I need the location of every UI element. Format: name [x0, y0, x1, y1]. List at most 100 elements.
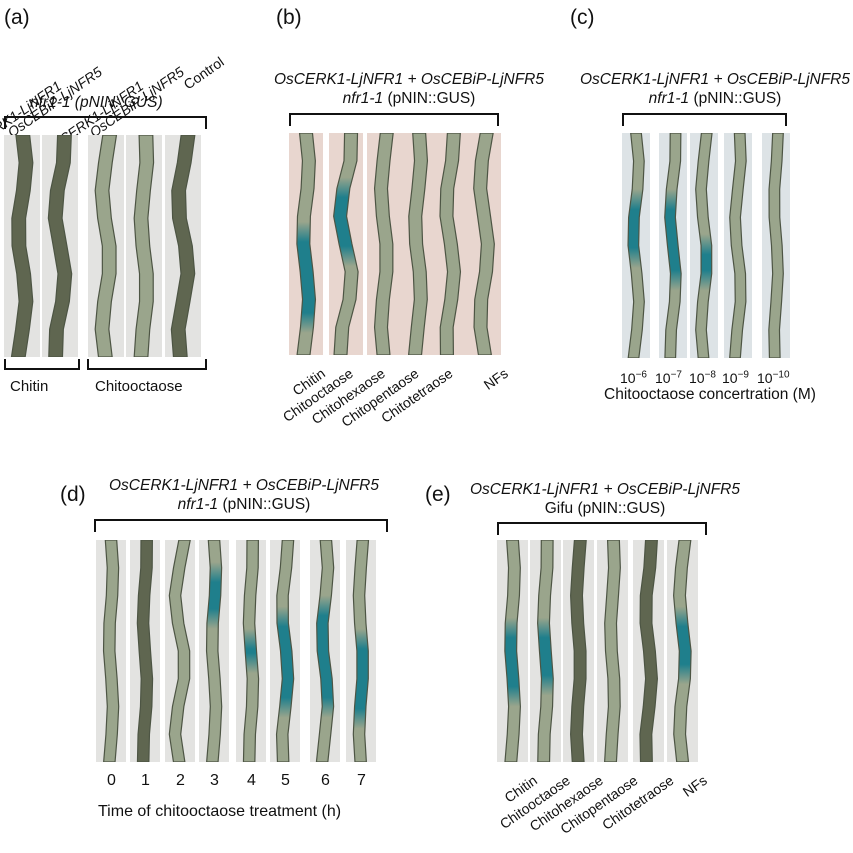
panel-d-root-image-7 — [310, 540, 340, 762]
panel-d-root-image-8 — [346, 540, 376, 762]
panel-a-chitooctaose-bracket — [87, 359, 207, 370]
root-shape — [570, 540, 587, 762]
panel-c-title: OsCERK1-LjNFR1 + OsCEBiP-LjNFR5 — [579, 71, 851, 88]
panel-c-lane-label-1: 10−6 — [620, 370, 647, 386]
panel-d-lane-label-4: 3 — [210, 772, 219, 789]
root-shape — [673, 540, 692, 762]
root-shape — [168, 540, 191, 762]
panel-e-root-image-4 — [597, 540, 628, 762]
root-shape — [296, 133, 317, 355]
panel-c-root-image-4 — [724, 133, 752, 358]
panel-a-group-chitooctaose: Chitooctaose — [95, 378, 183, 395]
root-shape — [407, 133, 429, 355]
panel-c-lane-label-3: 10−8 — [689, 370, 716, 386]
exponent-base: 10 — [620, 370, 636, 386]
genotype: nfr1-1 — [648, 90, 690, 107]
root-shape — [315, 540, 335, 762]
root-shape — [352, 540, 370, 762]
root-shape — [170, 135, 196, 357]
panel-e-root-image-2 — [530, 540, 561, 762]
genotype: nfr1-1 — [177, 496, 219, 513]
panel-c-root-image-5 — [762, 133, 790, 358]
panel-c-root-image-1 — [622, 133, 650, 358]
root-shape — [504, 540, 521, 762]
panel-c-bracket — [622, 113, 787, 126]
root-shape — [102, 540, 120, 762]
construct: (pNIN::GUS) — [689, 90, 782, 107]
panel-e-bracket — [497, 522, 707, 535]
root-shape — [133, 135, 155, 357]
panel-d-root-image-3 — [165, 540, 195, 762]
panel-b-subtitle: nfr1-1 (pNIN::GUS) — [272, 89, 546, 108]
panel-d-lane-label-2: 1 — [141, 772, 150, 789]
exponent: −6 — [635, 369, 647, 381]
panel-d-lane-label-1: 0 — [107, 772, 116, 789]
panel-d-lane-label-8: 7 — [357, 772, 366, 789]
exponent: −7 — [670, 369, 682, 381]
exponent: −9 — [737, 369, 749, 381]
construct: (pNIN::GUS) — [70, 94, 163, 111]
panel-d-subtitle: nfr1-1 (pNIN::GUS) — [94, 495, 394, 514]
panel-a-root-image-1 — [4, 135, 40, 357]
root-shape — [373, 133, 394, 355]
panel-d-lane-label-3: 2 — [176, 772, 185, 789]
panel-a-subtitle: nfr1-1 (pNIN::GUS) — [30, 93, 163, 112]
panel-a-bracket — [4, 116, 207, 129]
panel-b-label: (b) — [276, 6, 302, 29]
panel-a-label: (a) — [4, 6, 30, 29]
root-shape — [275, 540, 295, 762]
root-shape — [94, 135, 118, 357]
panel-d-root-image-4 — [199, 540, 229, 762]
root-shape — [205, 540, 223, 762]
root-shape — [604, 540, 621, 762]
panel-b-root-image-2 — [329, 133, 363, 355]
exponent: −10 — [772, 369, 790, 381]
panel-b-title: OsCERK1-LjNFR1 + OsCEBiP-LjNFR5 — [273, 71, 545, 88]
panel-d-root-image-5 — [236, 540, 266, 762]
exponent: −8 — [704, 369, 716, 381]
genotype: nfr1-1 — [30, 94, 71, 111]
root-shape — [729, 133, 747, 358]
panel-e-root-image-3 — [563, 540, 594, 762]
exponent-base: 10 — [689, 370, 705, 386]
panel-a-root-image-3 — [88, 135, 124, 357]
exponent-base: 10 — [655, 370, 671, 386]
panel-c-root-image-3 — [690, 133, 718, 358]
root-shape — [768, 133, 784, 358]
panel-d-root-image-1 — [96, 540, 126, 762]
panel-e-subtitle: Gifu (pNIN::GUS) — [460, 499, 750, 518]
panel-d-root-image-2 — [130, 540, 160, 762]
panel-e-root-image-6 — [667, 540, 698, 762]
panel-c-root-image-2 — [659, 133, 687, 358]
panel-c-axis-label: Chitooctaose concertration (M) — [604, 386, 816, 403]
construct: (pNIN::GUS) — [573, 500, 666, 517]
panel-a-root-image-5 — [165, 135, 201, 357]
panel-a-chitin-bracket — [4, 359, 80, 370]
root-shape — [242, 540, 260, 762]
panel-e-root-image-1 — [497, 540, 528, 762]
panel-c-label: (c) — [570, 6, 595, 29]
panel-d-root-image-6 — [270, 540, 300, 762]
panel-c-lane-label-5: 10−10 — [757, 370, 790, 386]
panel-a-root-image-2 — [42, 135, 78, 357]
panel-d-lane-label-5: 4 — [247, 772, 256, 789]
panel-c-lane-label-4: 10−9 — [722, 370, 749, 386]
root-shape — [439, 133, 462, 355]
panel-e-label: (e) — [425, 483, 451, 506]
panel-b-root-image-1 — [289, 133, 323, 355]
panel-d-lane-label-6: 5 — [281, 772, 290, 789]
panel-d-label: (d) — [60, 483, 86, 506]
root-shape — [695, 133, 713, 358]
panel-d-title: OsCERK1-LjNFR1 + OsCEBiP-LjNFR5 — [108, 477, 380, 494]
exponent-base: 10 — [757, 370, 773, 386]
panel-e-title: OsCERK1-LjNFR1 + OsCEBiP-LjNFR5 — [469, 481, 741, 498]
construct: (pNIN::GUS) — [218, 496, 311, 513]
panel-e-lane-label-6: NFs — [679, 772, 711, 800]
panel-d-bracket — [94, 519, 388, 532]
construct: (pNIN::GUS) — [383, 90, 476, 107]
panel-a-group-chitin: Chitin — [10, 378, 49, 395]
panel-b-root-image-5 — [433, 133, 467, 355]
panel-e-root-image-5 — [633, 540, 664, 762]
panel-c-subtitle: nfr1-1 (pNIN::GUS) — [578, 89, 852, 108]
root-shape — [537, 540, 554, 762]
